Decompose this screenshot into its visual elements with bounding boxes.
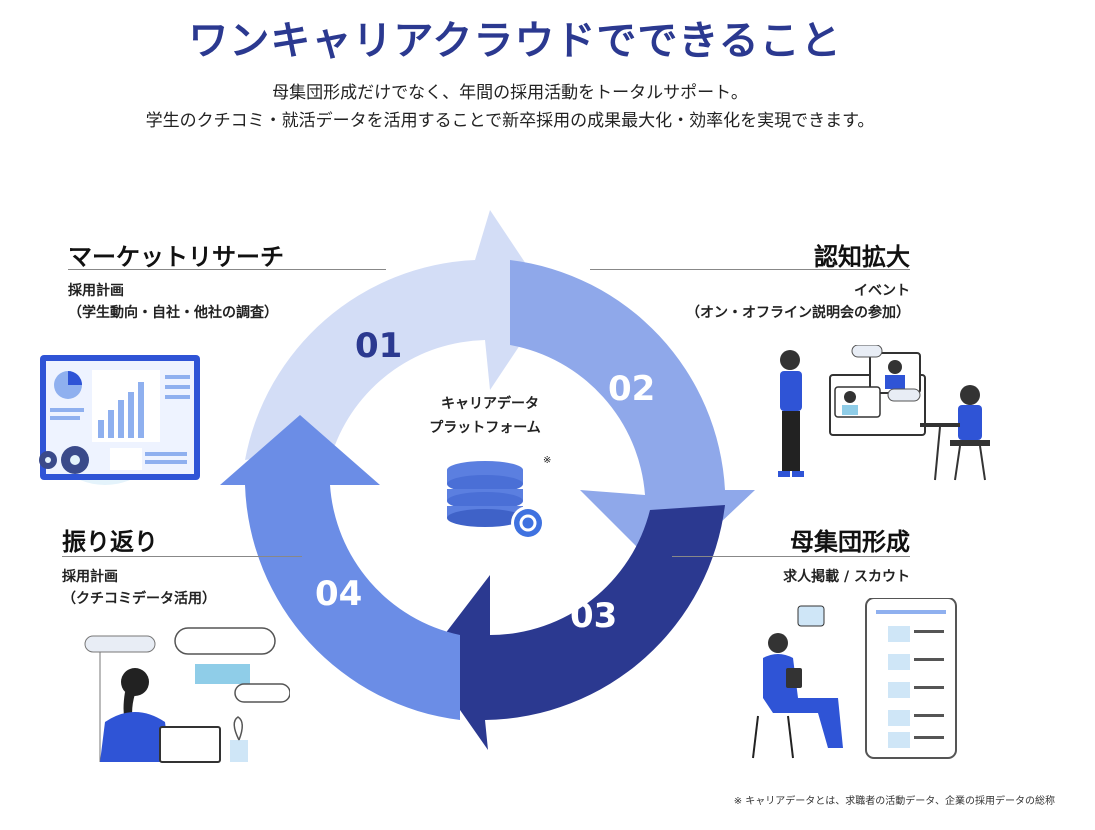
market-research-illustration [39, 355, 200, 485]
step-title-04: 振り返り [62, 528, 158, 556]
database-icon [447, 461, 545, 540]
divider-04 [62, 556, 302, 557]
center-label-line-2: プラットフォーム [429, 420, 541, 436]
center-label-line-1: キャリアデータ [441, 395, 539, 412]
review-illustration [84, 627, 290, 763]
step-title-03: 母集団形成 [790, 528, 910, 556]
step-number-03: 03 [570, 596, 617, 636]
subtitle-line-1: 母集団形成だけでなく、年間の採用活動をトータルサポート。 [272, 83, 748, 103]
step-title-02: 認知拡大 [814, 243, 910, 271]
step-desc-04-line1: 採用計画 [62, 569, 118, 585]
step-desc-02-line2: （オン・オフライン説明会の参加） [686, 305, 910, 321]
step-title-01: マーケットリサーチ [68, 243, 284, 271]
subtitle-line-2: 学生のクチコミ・就活データを活用することで新卒採用の成果最大化・効率化を実現でき… [145, 111, 875, 131]
step-number-04: 04 [315, 574, 362, 614]
step-number-02: 02 [608, 369, 655, 409]
segment-01 [245, 210, 550, 460]
step-desc-01: 採用計画 （学生動向・自社・他社の調査） [68, 280, 278, 324]
step-desc-01-line1: 採用計画 [68, 283, 124, 299]
divider-02 [590, 269, 910, 270]
step-number-01: 01 [355, 326, 402, 366]
step-desc-03: 求人掲載 / スカウト [783, 566, 910, 588]
step-desc-04: 採用計画 （クチコミデータ活用） [62, 566, 216, 610]
footnote: ※ キャリアデータとは、求職者の活動データ、企業の採用データの総称 [733, 796, 1055, 807]
step-desc-02: イベント （オン・オフライン説明会の参加） [686, 280, 910, 324]
center-label-mark: ※ [543, 455, 551, 466]
cycle-diagram: 01 02 03 04 キャリアデータ プラットフォーム ※ [220, 210, 755, 750]
recruitment-illustration [752, 598, 957, 759]
segment-02 [510, 260, 755, 575]
segment-03 [425, 505, 725, 750]
step-desc-01-line2: （学生動向・自社・他社の調査） [68, 305, 278, 321]
step-desc-02-line1: イベント [854, 283, 910, 299]
event-illustration [778, 345, 990, 481]
divider-01 [68, 269, 386, 270]
step-desc-04-line2: （クチコミデータ活用） [62, 591, 216, 607]
divider-03 [672, 556, 910, 557]
segment-04 [220, 415, 460, 720]
step-desc-03-line1: 求人掲載 / スカウト [783, 569, 910, 585]
page-title: ワンキャリアクラウドでできること [188, 18, 842, 64]
